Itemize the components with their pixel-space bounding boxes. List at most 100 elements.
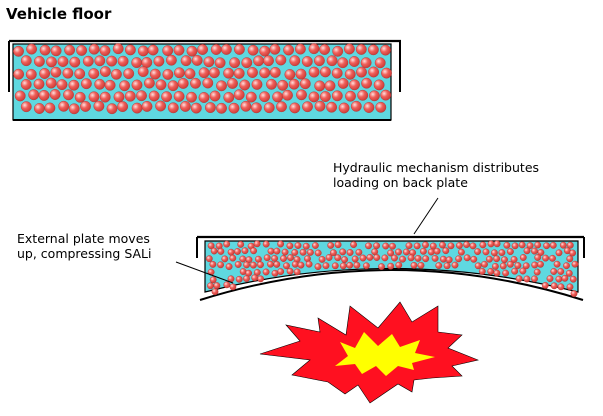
sali-sphere [269, 67, 281, 78]
sali-sphere [228, 102, 240, 114]
sali-sphere [542, 254, 549, 262]
sali-sphere [68, 79, 80, 91]
sali-sphere [208, 67, 220, 79]
sali-sphere [334, 241, 342, 249]
sali-sphere [136, 90, 147, 102]
sali-sphere [266, 78, 277, 90]
sali-sphere [348, 56, 360, 67]
sali-sphere [180, 55, 192, 67]
sali-sphere [368, 90, 380, 102]
sali-sphere [439, 241, 446, 249]
sali-sphere [407, 254, 415, 262]
sali-sphere [343, 43, 355, 55]
sali-sphere [363, 102, 375, 113]
external-plate-label: External plate moves up, compressing SAL… [17, 231, 151, 261]
sali-sphere [570, 290, 578, 297]
sali-sphere [263, 254, 271, 262]
sali-sphere [184, 68, 196, 80]
sali-sphere [361, 77, 372, 89]
sali-sphere [147, 44, 159, 56]
sali-sphere [106, 103, 118, 115]
sali-sphere [94, 78, 106, 90]
sali-sphere [435, 262, 443, 269]
sali-sphere [308, 43, 320, 55]
sali-sphere [324, 80, 336, 92]
sali-sphere [349, 79, 360, 91]
sali-sphere [526, 242, 534, 250]
sali-sphere [162, 45, 174, 56]
sali-sphere [267, 247, 275, 255]
sali-sphere [291, 260, 299, 268]
sali-sphere [341, 256, 348, 263]
sali-sphere [299, 78, 311, 90]
sali-sphere [490, 249, 498, 257]
sali-sphere [234, 261, 242, 268]
sali-sphere [571, 260, 579, 268]
sali-sphere [251, 274, 259, 282]
sali-sphere [229, 57, 241, 69]
sali-sphere [291, 249, 299, 256]
sali-sphere [356, 66, 367, 78]
sali-sphere [351, 255, 359, 263]
sali-sphere [457, 248, 465, 256]
sali-sphere [88, 91, 100, 103]
sali-sphere [491, 262, 499, 270]
sali-sphere [197, 44, 209, 55]
sali-sphere [247, 67, 258, 78]
sali-sphere [366, 253, 374, 261]
sali-sphere [337, 57, 349, 69]
sali-sphere [259, 91, 270, 103]
sali-sphere [447, 242, 455, 250]
sali-sphere [305, 260, 313, 268]
hydraulic-mechanism-label: Hydraulic mechanism distributes loading … [333, 160, 539, 190]
sali-sphere [191, 55, 203, 66]
sali-sphere [227, 248, 235, 256]
sali-sphere [555, 249, 563, 257]
sali-sphere [267, 260, 274, 268]
sali-sphere [207, 242, 215, 250]
external-label-line-1: External plate moves [17, 231, 150, 246]
sali-sphere [269, 43, 281, 55]
sali-sphere [186, 91, 197, 103]
sali-sphere [288, 78, 300, 90]
sali-sphere [58, 100, 70, 112]
sali-sphere [501, 256, 508, 264]
sali-sphere [49, 89, 61, 100]
sali-sphere [203, 56, 215, 68]
sali-sphere [387, 249, 394, 257]
sali-sphere [280, 255, 287, 262]
sali-sphere [395, 261, 403, 269]
compressed-spheres [205, 240, 579, 297]
compressed-panel [196, 235, 585, 301]
sali-sphere [559, 241, 567, 249]
sali-sphere [289, 55, 301, 67]
sali-sphere [311, 242, 319, 249]
sali-sphere [474, 262, 482, 270]
sali-sphere [355, 248, 363, 256]
sali-sphere [131, 79, 143, 91]
sali-sphere [76, 45, 88, 56]
sali-sphere [566, 283, 574, 291]
sali-sphere [217, 261, 225, 269]
external-leader-line [175, 261, 234, 284]
sali-sphere [373, 79, 385, 91]
sali-sphere [286, 267, 294, 275]
sali-sphere [368, 66, 379, 78]
sali-sphere [345, 90, 356, 102]
sali-sphere [293, 268, 301, 276]
sali-sphere [353, 261, 361, 269]
sali-sphere [531, 247, 538, 255]
sali-sphere [117, 55, 129, 67]
sali-sphere [419, 247, 427, 255]
sali-sphere [20, 55, 32, 67]
sali-sphere [339, 248, 347, 256]
sali-sphere [350, 241, 357, 249]
sali-sphere [431, 254, 439, 262]
sali-sphere [253, 240, 261, 248]
sali-sphere [314, 80, 326, 92]
sali-sphere [14, 90, 26, 102]
sali-sphere [272, 91, 283, 103]
sali-sphere [413, 242, 421, 250]
sali-sphere [229, 283, 237, 291]
sali-sphere [389, 242, 396, 250]
